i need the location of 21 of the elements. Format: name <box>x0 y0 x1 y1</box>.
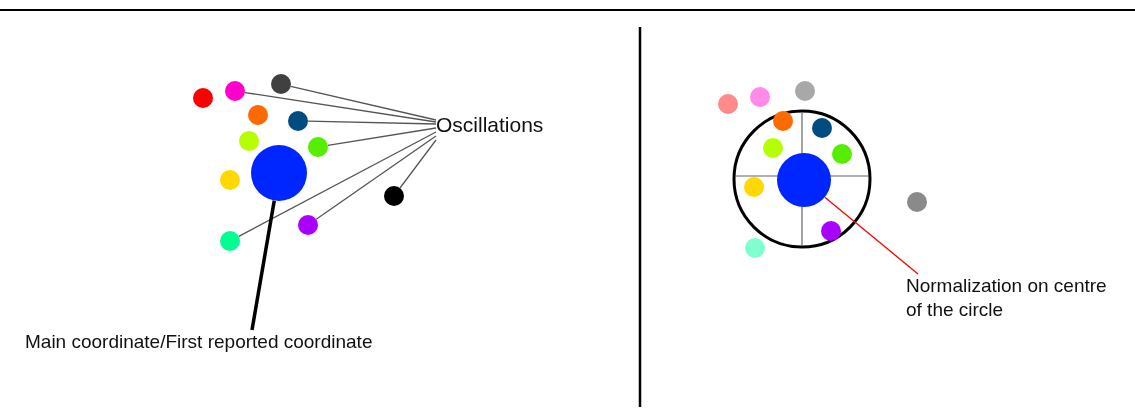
large-dot <box>777 153 831 207</box>
leader-line <box>315 135 437 220</box>
annotation-label: Oscillations <box>436 112 586 139</box>
dot <box>271 74 291 94</box>
annotation-label: Normalization on centre of the circle <box>906 274 1121 322</box>
leader-line <box>824 196 919 275</box>
dot <box>225 81 245 101</box>
dot <box>288 111 308 131</box>
dot <box>308 137 328 157</box>
annotation-label: Main coordinate/First reported coordinate <box>25 330 545 354</box>
leader-line <box>290 85 437 121</box>
dot <box>384 186 404 206</box>
leader-line <box>307 120 437 125</box>
leader-line <box>250 200 276 331</box>
dot <box>298 215 318 235</box>
leader-line <box>327 127 437 147</box>
large-dot <box>251 145 307 201</box>
leader-line <box>238 131 437 237</box>
leader-line <box>244 91 437 123</box>
dot <box>220 231 240 251</box>
leader-line <box>399 139 437 189</box>
